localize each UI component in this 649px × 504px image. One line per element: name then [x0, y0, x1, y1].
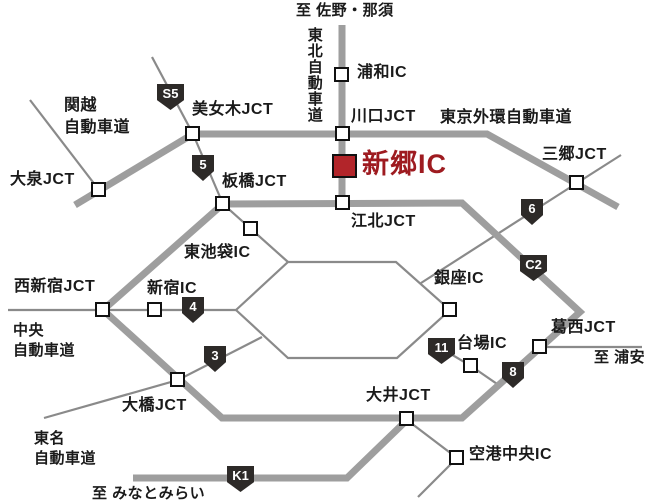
tohoku-expressway-label: 東北自動車道: [305, 27, 323, 123]
chuo-line2: 自動車道: [13, 342, 76, 360]
urawa-ic-label: 浦和IC: [357, 64, 408, 81]
road-c1-inner-loop: [234, 260, 452, 360]
kanetsu-line2: 自動車道: [64, 118, 131, 136]
node-kasai-jct: [532, 339, 547, 354]
kuko-chuo-ic-label: 空港中央IC: [469, 446, 553, 463]
node-misato-jct: [569, 175, 584, 190]
road-route-5: [191, 133, 289, 263]
destination-north-label: 至 佐野・那須: [296, 2, 394, 19]
node-kuko-chuo-ic: [449, 450, 464, 465]
badge-route-k1: K1: [227, 466, 254, 492]
oizumi-jct-label: 大泉JCT: [10, 171, 75, 188]
shinjuku-ic-label: 新宿IC: [147, 280, 198, 297]
kanetsu-expressway-label: 関越 自動車道: [64, 95, 130, 138]
road-k1-yokohane: [133, 416, 411, 482]
node-shinjuku-ic: [147, 302, 162, 317]
shingo-ic-marker: [332, 154, 357, 178]
tomei-line1: 東名: [34, 430, 66, 447]
kanetsu-line1: 関越: [64, 97, 98, 114]
chuo-line1: 中央: [13, 322, 45, 339]
node-ohashi-jct: [170, 372, 185, 387]
higashi-ikebukuro-ic-label: 東池袋IC: [184, 244, 251, 261]
node-kohoku-jct: [335, 195, 350, 210]
destination-east-label: 至 浦安: [594, 349, 646, 366]
gaikan-expressway-label: 東京外環自動車道: [440, 109, 573, 126]
destination-south-label: 至 みなとみらい: [92, 485, 206, 502]
kasai-jct-label: 葛西JCT: [551, 319, 616, 336]
kawaguchi-jct-label: 川口JCT: [351, 108, 416, 125]
chuo-expressway-label: 中央 自動車道: [13, 321, 75, 362]
misato-jct-label: 三郷JCT: [542, 146, 607, 163]
ohashi-jct-label: 大橋JCT: [122, 397, 187, 414]
kohoku-jct-label: 江北JCT: [351, 213, 416, 230]
badge-route-5: 5: [192, 155, 214, 181]
badge-route-3: 3: [204, 346, 226, 372]
node-ginza-ic: [442, 302, 457, 317]
tomei-expressway-label: 東名 自動車道: [34, 429, 96, 470]
node-kawaguchi-jct: [335, 126, 350, 141]
badge-route-8: 8: [502, 362, 524, 388]
bijogi-jct-label: 美女木JCT: [192, 101, 274, 118]
oi-jct-label: 大井JCT: [366, 387, 431, 404]
road-kanetsu-expressway: [29, 99, 100, 191]
badge-route-6: 6: [521, 199, 543, 225]
node-oizumi-jct: [91, 182, 106, 197]
node-oi-jct: [399, 411, 414, 426]
shingo-ic-label: 新郷IC: [362, 149, 447, 179]
tomei-line2: 自動車道: [34, 450, 97, 468]
node-higashi-ikebukuro-ic: [243, 221, 258, 236]
node-itabashi-jct: [215, 196, 230, 211]
node-urawa-ic: [334, 67, 349, 82]
badge-route-4: 4: [182, 297, 204, 323]
node-nishi-shinjuku-jct: [95, 302, 110, 317]
node-daiba-ic: [463, 358, 478, 373]
itabashi-jct-label: 板橋JCT: [222, 173, 287, 190]
daiba-ic-label: 台場IC: [457, 335, 508, 352]
ginza-ic-label: 銀座IC: [434, 270, 485, 287]
nishi-shinjuku-jct-label: 西新宿JCT: [14, 278, 96, 295]
node-bijogi-jct: [185, 126, 200, 141]
